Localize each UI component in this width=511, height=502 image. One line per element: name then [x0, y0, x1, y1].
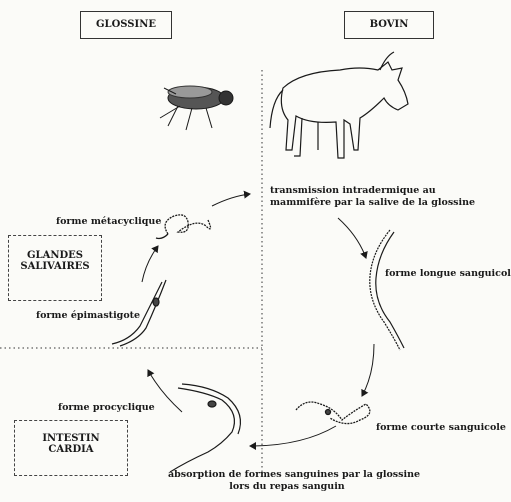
- arrow-to-bovine: [211, 190, 251, 207]
- label-absorption: absorption de formes sanguines par la gl…: [168, 469, 421, 492]
- cow-icon: [269, 51, 409, 159]
- procyclic-trypanosome-icon: [169, 383, 241, 473]
- arrow-to-epimastigote: [147, 369, 183, 413]
- label-metacyclic: forme métacyclique: [56, 216, 162, 227]
- long-blood-trypanosome-icon: [369, 229, 405, 351]
- arrow-to-short-form: [361, 343, 375, 397]
- tsetse-fly-icon: [159, 85, 234, 131]
- label-long-blood: forme longue sanguicole: [385, 268, 511, 279]
- bovin-header: BOVIN: [344, 11, 434, 39]
- intestine-cardia-box: INTESTIN CARDIA: [14, 420, 128, 476]
- label-procyclic: forme procyclique: [58, 402, 155, 413]
- arrow-to-fly-gut: [249, 425, 337, 450]
- short-blood-trypanosome-icon: [295, 401, 371, 425]
- label-transmission: transmission intradermique au mammifère …: [270, 185, 476, 208]
- arrow-to-long-form: [337, 217, 368, 259]
- epimastigote-trypanosome-icon: [111, 279, 167, 347]
- label-short-blood: forme courte sanguicole: [376, 422, 506, 433]
- metacyclic-trypanosome-icon: [155, 214, 212, 240]
- salivary-glands-box: GLANDES SALIVAIRES: [8, 235, 102, 301]
- label-epimastigote: forme épimastigote: [36, 310, 141, 321]
- glossine-header: GLOSSINE: [80, 11, 172, 39]
- arrow-to-metacyclic: [141, 245, 159, 283]
